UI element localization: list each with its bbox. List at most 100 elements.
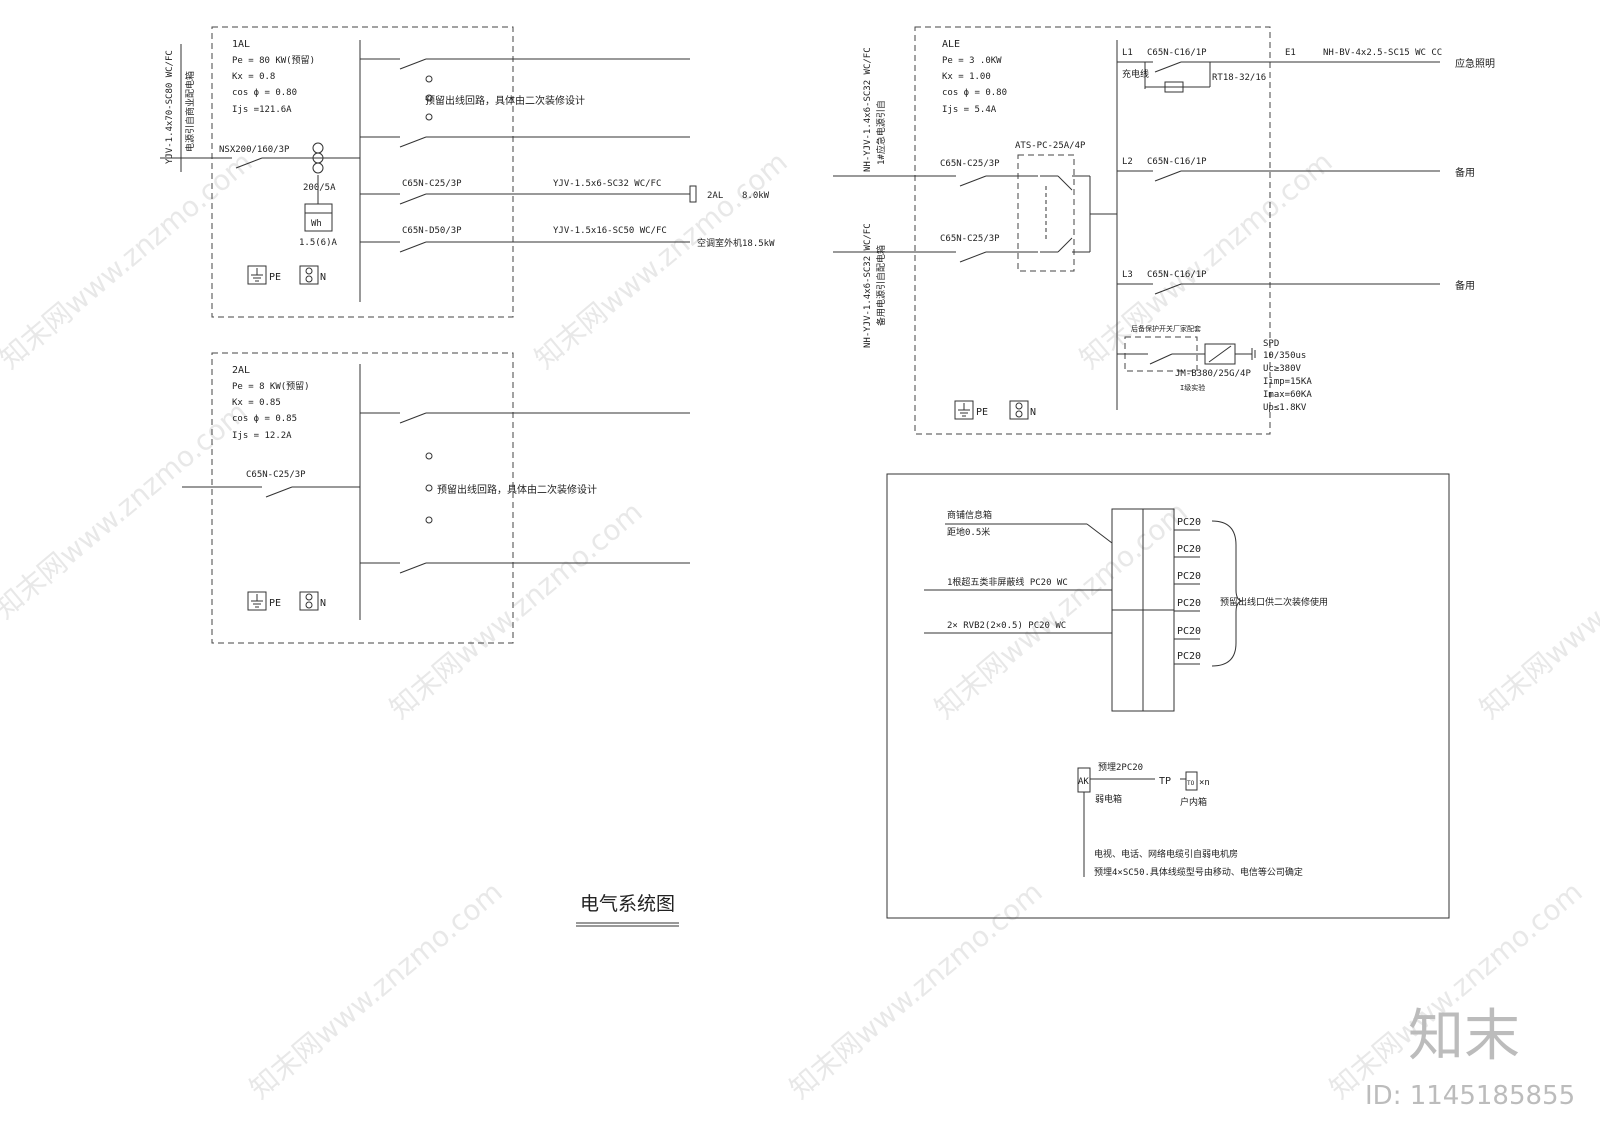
2al-out-2-contact — [399, 562, 427, 574]
2al-out-1-contact — [399, 412, 427, 424]
pe-label-1al: PE — [269, 272, 281, 283]
brand-id: ID: 1145185855 — [1365, 1081, 1575, 1111]
watermark-8: 知末网www.znzmo.com — [243, 875, 508, 1105]
info-box-label: 商铺信息箱 — [947, 509, 992, 521]
panel-1al-ijs: Ijs =121.6A — [232, 105, 292, 115]
ale-e1-cable: NH-BV-4x2.5-SC15 WC CC — [1323, 48, 1442, 58]
n-terminal-dot2 — [1015, 410, 1023, 418]
panel-1al-kx: Kx = 0.8 — [232, 72, 275, 82]
to-box-icon — [1185, 771, 1198, 791]
pc-label-5: PC20 — [1177, 626, 1201, 637]
ale-e1: E1 — [1285, 48, 1296, 58]
panel-1al-name: 1AL — [232, 39, 250, 50]
pc-label-6: PC20 — [1177, 651, 1201, 662]
panel-1al-boundary — [211, 26, 514, 318]
out1-contact — [399, 193, 427, 205]
panel-2al-kx: Kx = 0.85 — [232, 398, 281, 408]
weak-note-2: 预埋4×SC50.具体线缆型号由移动、电信等公司确定 — [1094, 866, 1303, 878]
panel-ale-pe: Pe = 3 .0KW — [942, 56, 1002, 66]
ale-l1-contact — [1154, 61, 1182, 73]
pc-label-1: PC20 — [1177, 517, 1201, 528]
ale-l1: L1 — [1122, 48, 1133, 58]
weak-note-1: 电视、电话、网络电缆引自弱电机房 — [1094, 848, 1238, 860]
out2-breaker: C65N-D50/3P — [402, 226, 462, 236]
pe-label-ale: PE — [976, 407, 988, 418]
panel-1al-pe: Pe = 80 KW(预留) — [232, 54, 315, 66]
meter-rating: 1.5(6)A — [299, 238, 338, 248]
brand-logo: 知末 — [1408, 1004, 1520, 1069]
ats-blade-2 — [1057, 237, 1073, 253]
ct-label: 200/5A — [303, 183, 336, 193]
pre-embed: 预埋2PC20 — [1098, 762, 1143, 773]
ale-in1-breaker: C65N-C25/3P — [940, 159, 1000, 169]
reserve-brace — [1211, 520, 1243, 667]
to-name: 户内箱 — [1180, 796, 1207, 808]
panel-ale-ijs: Ijs = 5.4A — [942, 105, 997, 115]
watermark-5: 知末网www.znzmo.com — [383, 495, 648, 725]
pc-label-2: PC20 — [1177, 544, 1201, 555]
ale-incoming2-cable: NH-YJV-1.4x6-SC32 WC/FC — [863, 223, 873, 348]
ale-l2-contact — [1154, 170, 1182, 182]
pe-terminal-icon — [247, 591, 267, 611]
spd-up: Up≤1.8KV — [1263, 403, 1307, 413]
watermark-10: 知末网www.znzmo.com — [1323, 875, 1588, 1105]
spd-level: I级实验 — [1180, 383, 1205, 392]
incoming-cable-label: YJV-1.4x70-SC80 WC/FC — [165, 50, 175, 164]
brand-mark: 知末 ID: 1145185855 — [1365, 1004, 1575, 1111]
panel-2al: 2AL Pe = 8 KW(预留) Kx = 0.85 cos ϕ = 0.85… — [182, 352, 690, 644]
n-terminal-icon — [299, 591, 319, 611]
reserve-dot-2 — [425, 94, 433, 102]
info-box-height: 距地0.5米 — [947, 526, 990, 538]
out2-contact — [399, 241, 427, 253]
2al-dot-2 — [425, 484, 433, 492]
ct-coil-1 — [312, 142, 324, 154]
out1-load: 8.0kW — [742, 191, 770, 201]
ak-label: AK — [1078, 777, 1089, 787]
out1-terminal — [689, 185, 697, 203]
panel-2al-main-contact — [265, 486, 293, 498]
ale-incoming1-cable: NH-YJV-1.4x6-SC32 WC/FC — [863, 47, 873, 172]
out2-load: 18.5kW — [742, 239, 775, 249]
ct-coil-3 — [312, 162, 324, 174]
ale-l2-dest: 备用 — [1455, 166, 1475, 179]
panel-ale-name: ALE — [942, 39, 960, 50]
panel-2al-ijs: Ijs = 12.2A — [232, 431, 292, 441]
pe-terminal-icon — [247, 265, 267, 285]
pe-terminal-icon — [954, 400, 974, 420]
weak-box-frame — [886, 473, 1450, 919]
panel-ale: ALE Pe = 3 .0KW Kx = 1.00 cos ϕ = 0.80 I… — [833, 26, 1495, 435]
ats-label: ATS-PC-25A/4P — [1015, 141, 1086, 151]
n-label-2al: N — [320, 598, 326, 609]
panel-2al-boundary — [211, 352, 514, 644]
ale-in2-breaker: C65N-C25/3P — [940, 234, 1000, 244]
main-breaker-contact — [235, 157, 263, 169]
n-label-1al: N — [320, 272, 326, 283]
panel-ale-cos: cos ϕ = 0.80 — [942, 88, 1007, 98]
pe-label-2al: PE — [269, 598, 281, 609]
ale-in1-contact — [959, 175, 987, 187]
ale-l1-fuse-label: RT18-32/16 — [1212, 73, 1266, 83]
ak-name: 弱电箱 — [1095, 793, 1122, 805]
watermark-layer: 知末网www.znzmo.com 知末网www.znzmo.com 知末网www… — [0, 145, 1600, 1105]
spd-uc: Uc≥380V — [1263, 364, 1302, 374]
n-terminal-dot1 — [305, 267, 313, 275]
out1-breaker: C65N-C25/3P — [402, 179, 462, 189]
ale-l2: L2 — [1122, 157, 1133, 167]
spd-device-diag — [1208, 345, 1232, 363]
ale-l1-note: 充电线 — [1122, 68, 1149, 80]
panel-2al-name: 2AL — [232, 365, 250, 376]
2al-dot-1 — [425, 452, 433, 460]
reserve-dot-1 — [425, 75, 433, 83]
spd-iimp: Iimp=15KA — [1263, 377, 1312, 387]
watermark-7: 知末网www.znzmo.com — [1473, 495, 1600, 725]
panel-2al-cos: cos ϕ = 0.85 — [232, 414, 297, 424]
info-box-leader-d — [1086, 523, 1113, 544]
watermark-4: 知末网www.znzmo.com — [0, 395, 254, 625]
weak-line1: 1根超五类非屏蔽线 PC20 WC — [947, 576, 1068, 588]
n-terminal-icon — [299, 265, 319, 285]
ale-incoming1-note: 1#应急电源引自 — [875, 100, 887, 165]
panel-ale-boundary — [914, 26, 1271, 435]
ale-in2-contact — [959, 251, 987, 263]
ale-l3: L3 — [1122, 270, 1133, 280]
